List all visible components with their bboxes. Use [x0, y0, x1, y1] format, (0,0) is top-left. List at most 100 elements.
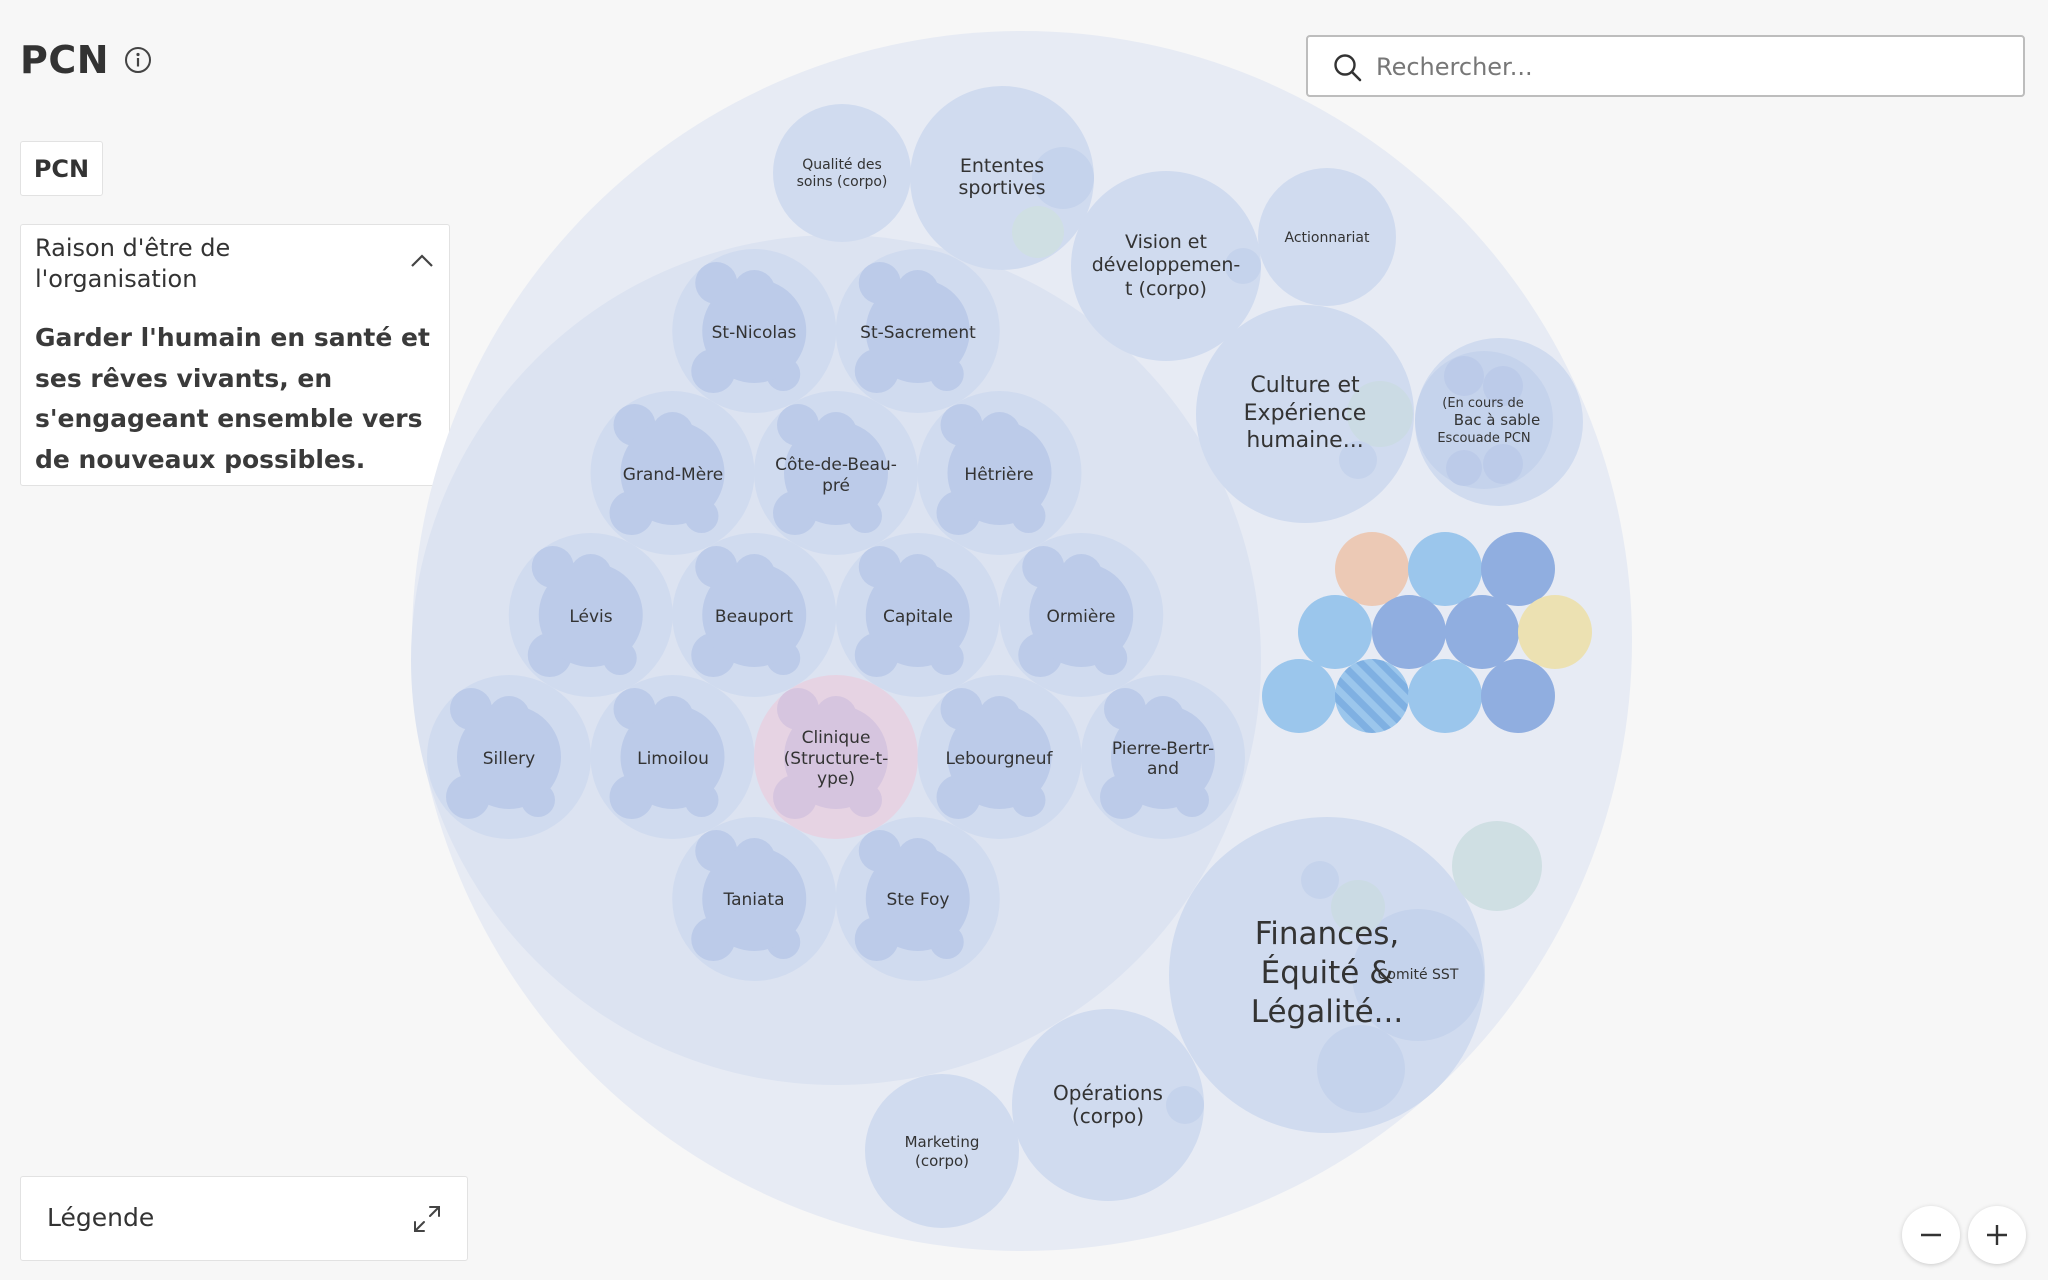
vision-sub-circle[interactable]: [1225, 248, 1261, 284]
ormiere-label: Ormière: [1047, 607, 1116, 627]
finances-circle[interactable]: [1169, 817, 1485, 1133]
st-sacrement-label: St-Sacrement: [860, 323, 976, 343]
st-nicolas-sub-circle[interactable]: [702, 279, 807, 383]
culture-label: Expérience: [1244, 401, 1367, 426]
ste-foy-sub-circle[interactable]: [865, 847, 970, 951]
clinique-label: (Structure-t-: [784, 749, 889, 769]
actionnariat-label: Actionnariat: [1284, 230, 1370, 246]
ententes-sub-circle-teal[interactable]: [1012, 206, 1064, 258]
marketing-circle[interactable]: [865, 1074, 1019, 1228]
legend-panel[interactable]: Légende: [20, 1176, 468, 1261]
search-box[interactable]: [1306, 35, 2025, 97]
info-icon[interactable]: [123, 45, 153, 75]
clinique-sub-circle[interactable]: [784, 705, 888, 809]
ententes-label: Ententes: [960, 155, 1044, 177]
role-circle-peach[interactable]: [1335, 532, 1409, 606]
pierre-bertrand-sub-circle[interactable]: [1111, 705, 1215, 809]
encours-sub-circle[interactable]: [1444, 356, 1484, 396]
actionnariat-circle[interactable]: [1258, 168, 1396, 306]
ste-foy-label: Ste Foy: [887, 890, 950, 910]
vision-label: développemen-: [1092, 254, 1241, 276]
beauport-label: Beauport: [715, 607, 793, 627]
cote-label: Côte-de-Beau-: [775, 455, 897, 475]
role-circle-yellow[interactable]: [1518, 595, 1592, 669]
capitale-sub-circle[interactable]: [865, 563, 970, 667]
plus-icon: [1987, 1225, 2007, 1245]
grand-mere-sub-circle[interactable]: [620, 421, 725, 525]
role-circle[interactable]: [1372, 595, 1446, 669]
encours-sub-circle[interactable]: [1446, 450, 1482, 486]
minus-icon: [1921, 1233, 1941, 1237]
role-circle[interactable]: [1481, 532, 1555, 606]
limoilou-sub-circle[interactable]: [620, 705, 725, 809]
page-title: PCN: [20, 38, 110, 82]
expand-icon: [414, 1206, 440, 1232]
finances-sub-circle[interactable]: [1317, 1025, 1405, 1113]
operations-circle[interactable]: [1012, 1009, 1204, 1201]
search-input[interactable]: [1374, 46, 1998, 88]
comite-sst-circle[interactable]: [1352, 909, 1484, 1041]
ententes-sub-circle[interactable]: [1032, 147, 1094, 209]
lebourgneuf-sub-circle[interactable]: [947, 705, 1052, 809]
st-nicolas-label: St-Nicolas: [712, 323, 797, 343]
sillery-label: Sillery: [483, 749, 535, 769]
role-circle[interactable]: [1298, 595, 1372, 669]
purpose-title: Raison d'être de l'organisation: [35, 233, 375, 295]
culture-sub-circle-teal[interactable]: [1347, 381, 1413, 447]
culture-label: humaine...: [1246, 428, 1363, 453]
operations-label: (corpo): [1072, 1104, 1144, 1128]
levis-label: Lévis: [569, 607, 612, 627]
purpose-title-line: Raison d'être de: [35, 234, 231, 262]
breadcrumb-item-pcn[interactable]: PCN: [20, 141, 103, 196]
finances-sub-circle[interactable]: [1301, 861, 1339, 899]
cote-label: pré: [822, 476, 850, 496]
marketing-label: Marketing: [905, 1133, 980, 1151]
role-circle[interactable]: [1408, 659, 1482, 733]
sillery-sub-circle[interactable]: [457, 705, 561, 809]
finances-label: Légalité...: [1251, 994, 1404, 1030]
encours-label: (En cours de: [1442, 396, 1524, 411]
sites-layer[interactable]: [427, 249, 1245, 981]
finances-sub-circle-teal[interactable]: [1331, 880, 1385, 934]
cote-de-beaupre-sub-circle[interactable]: [784, 421, 888, 525]
beauport-sub-circle[interactable]: [702, 563, 807, 667]
encours-sub-circle[interactable]: [1483, 366, 1523, 406]
collapse-button[interactable]: [409, 251, 435, 271]
operations-sub-circle[interactable]: [1166, 1086, 1204, 1124]
taniata-label: Taniata: [723, 890, 785, 910]
legend-title: Légende: [47, 1203, 155, 1232]
encours-sub-circle[interactable]: [1483, 444, 1523, 484]
escouade-label: Escouade PCN: [1437, 431, 1530, 446]
pierre-label: Pierre-Bertr-: [1112, 739, 1214, 759]
hetriere-label: Hêtrière: [964, 465, 1033, 485]
zoom-in-button[interactable]: [1968, 1206, 2026, 1264]
vision-circle[interactable]: [1071, 171, 1261, 361]
qualite-label: soins (corpo): [797, 174, 888, 190]
hetriere-sub-circle[interactable]: [947, 421, 1052, 525]
role-circle[interactable]: [1445, 595, 1519, 669]
st-sacrement-sub-circle[interactable]: [865, 279, 970, 383]
expand-button[interactable]: [411, 1203, 443, 1235]
qualite-circle[interactable]: [773, 104, 911, 242]
role-circle[interactable]: [1408, 532, 1482, 606]
pierre-label: and: [1147, 759, 1179, 779]
purpose-text: Garder l'humain en santé et ses rêves vi…: [35, 323, 430, 474]
role-circle[interactable]: [1262, 659, 1336, 733]
role-circle-hatched[interactable]: [1335, 659, 1409, 733]
bac-a-sable-label: Bac à sable: [1454, 411, 1540, 429]
culture-sub-circle[interactable]: [1339, 441, 1377, 479]
chevron-up-icon: [411, 254, 433, 267]
taniata-sub-circle[interactable]: [702, 847, 807, 951]
zoom-out-button[interactable]: [1902, 1206, 1960, 1264]
qualite-label: Qualité des: [802, 157, 882, 173]
labels-layer: Qualité des soins (corpo) Ententes sport…: [483, 155, 1540, 1170]
title-row: PCN: [20, 38, 153, 82]
levis-sub-circle[interactable]: [538, 563, 643, 667]
role-circle[interactable]: [1481, 659, 1555, 733]
finances-label: Équité &: [1261, 955, 1394, 991]
ormiere-sub-circle[interactable]: [1029, 563, 1134, 667]
teal-circle[interactable]: [1452, 821, 1542, 911]
culture-label: Culture et: [1250, 373, 1360, 398]
grand-mere-label: Grand-Mère: [623, 465, 723, 485]
